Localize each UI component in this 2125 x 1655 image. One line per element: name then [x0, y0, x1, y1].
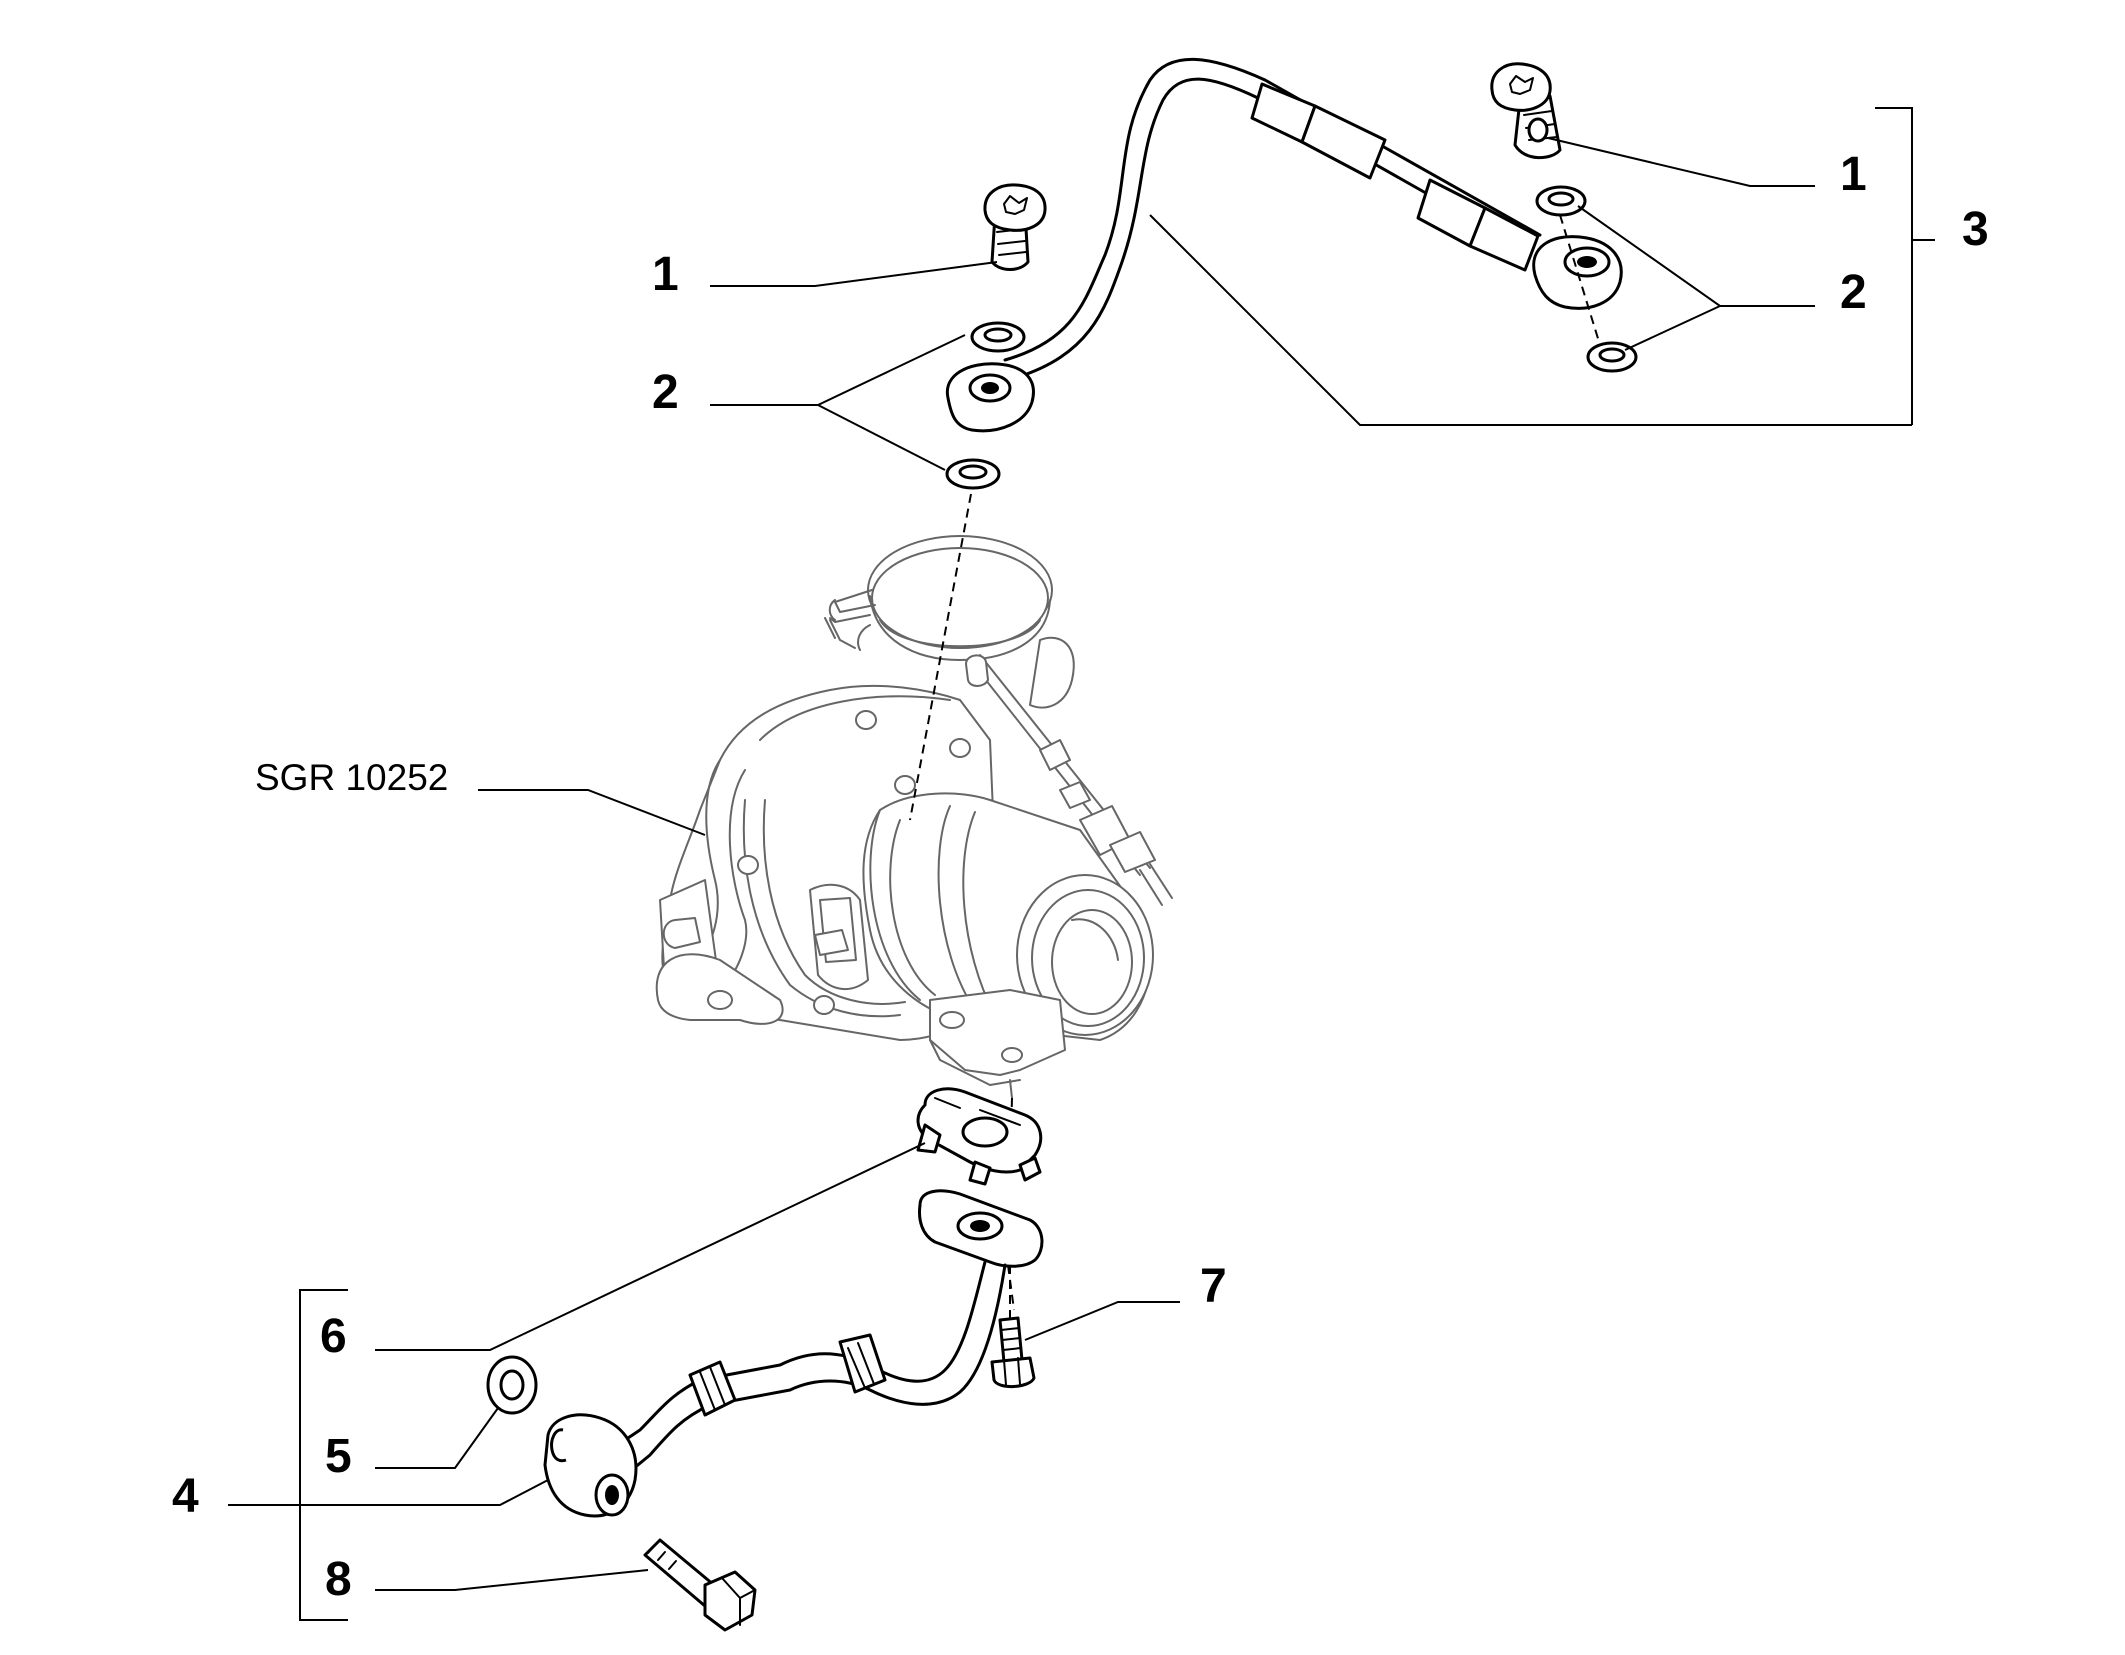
- callout-1-right: 1: [1840, 148, 1867, 201]
- washer-drain: [486, 1355, 538, 1415]
- drain-gasket: [916, 1087, 1043, 1186]
- part-reference-label: SGR 10252: [255, 757, 448, 798]
- washer-right-lower: [1586, 341, 1638, 373]
- banjo-bolt-right: [1490, 62, 1562, 160]
- washer-left-lower: [945, 458, 1001, 490]
- callout-2-left: 2: [652, 366, 679, 419]
- flange-bolt: [990, 1316, 1036, 1388]
- washer-right-upper: [1535, 185, 1587, 217]
- callout-6: 6: [320, 1310, 347, 1363]
- leader-lines: [228, 107, 1935, 1621]
- callout-2-right: 2: [1840, 266, 1867, 319]
- callout-labels: 1 2 1 2 3 4 5 6 7 8 SGR 10252: [172, 148, 1989, 1606]
- banjo-bolt-left: [983, 183, 1047, 271]
- callout-3: 3: [1962, 203, 1989, 256]
- turbocharger: [655, 535, 1173, 1099]
- hex-bolt: [643, 1538, 757, 1632]
- callout-1-left: 1: [652, 248, 679, 301]
- callout-5: 5: [325, 1430, 352, 1483]
- washer-left-upper: [970, 321, 1026, 353]
- callout-4: 4: [172, 1470, 199, 1523]
- callout-8: 8: [325, 1553, 352, 1606]
- oil-drain-pipe: [543, 1189, 1044, 1518]
- callout-7: 7: [1200, 1260, 1227, 1313]
